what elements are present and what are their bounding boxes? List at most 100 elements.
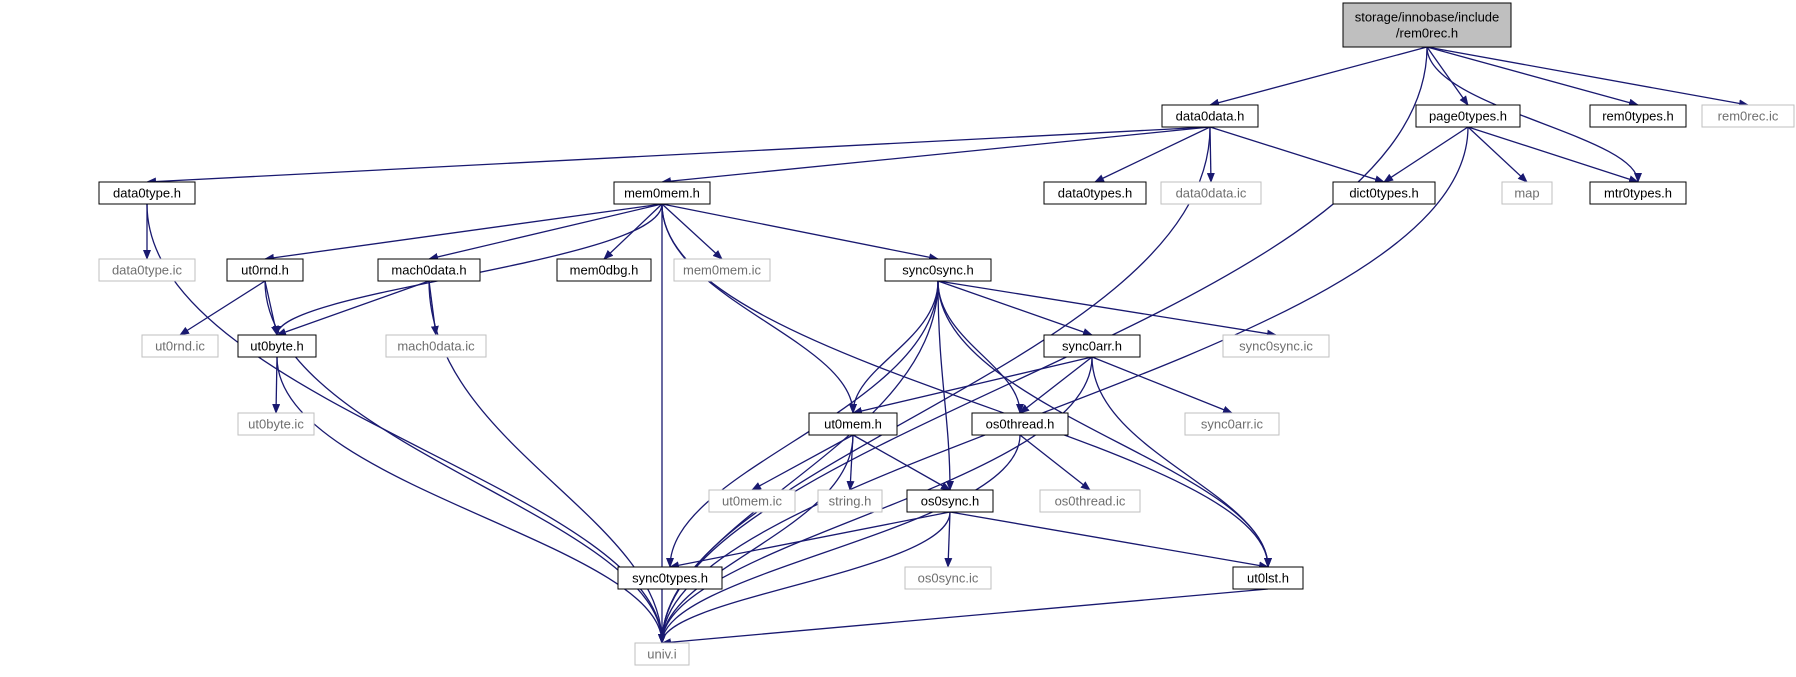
node-data0type-h[interactable]: data0type.h: [98, 181, 196, 205]
edge-mem0mem_h-to-sync0sync_h: [661, 203, 939, 262]
node-box: [971, 412, 1069, 436]
node-box: [1332, 181, 1436, 205]
node-label: mach0data.h: [391, 262, 466, 277]
node-label: page0types.h: [1429, 108, 1507, 123]
node-label: dict0types.h: [1349, 185, 1418, 200]
edge-page0types_h-to-map: [1467, 126, 1528, 183]
edge-ut0byte_h-to-univ_i: [276, 356, 666, 644]
node-mem0mem-h[interactable]: mem0mem.h: [613, 181, 711, 205]
edge-sync0arr_h-to-sync0arr_ic: [1091, 356, 1233, 414]
node-ut0rnd-h[interactable]: ut0rnd.h: [226, 258, 304, 282]
edge-ut0rnd_h-to-ut0rnd_ic: [179, 280, 266, 336]
node-ut0mem-ic: ut0mem.ic: [708, 489, 796, 513]
node-box: [906, 489, 994, 513]
node-mtr0types-h[interactable]: mtr0types.h: [1589, 181, 1687, 205]
node-label: os0sync.h: [921, 493, 980, 508]
node-box: [1222, 334, 1330, 358]
node-label: data0type.h: [113, 185, 181, 200]
node-label: map: [1514, 185, 1539, 200]
node-ut0lst-h[interactable]: ut0lst.h: [1232, 566, 1304, 590]
node-ut0byte-ic: ut0byte.ic: [237, 412, 315, 436]
node-box: [98, 181, 196, 205]
node-dict0types-h[interactable]: dict0types.h: [1332, 181, 1436, 205]
node-label: mem0mem.ic: [683, 262, 762, 277]
node-mem0dbg-h[interactable]: mem0dbg.h: [556, 258, 652, 282]
node-rem0types-h[interactable]: rem0types.h: [1589, 104, 1687, 128]
node-box: [673, 258, 771, 282]
node-sync0arr-h[interactable]: sync0arr.h: [1043, 334, 1141, 358]
node-box: [1184, 412, 1280, 436]
node-box: [141, 334, 219, 358]
edge-ut0mem_h-to-os0sync_h: [852, 434, 951, 491]
edge-os0sync_h-to-univ_i: [658, 511, 951, 644]
node-label: ut0mem.h: [824, 416, 882, 431]
edge-os0thread_h-to-univ_i: [658, 434, 1021, 644]
node-box: [237, 412, 315, 436]
node-label: data0data.h: [1176, 108, 1245, 123]
edge-rem0rec-to-mtr0types_h: [1426, 46, 1642, 183]
node-box: [1342, 2, 1512, 48]
node-box: [817, 489, 883, 513]
node-label: sync0sync.h: [902, 262, 974, 277]
node-os0sync-h[interactable]: os0sync.h: [906, 489, 994, 513]
node-box: [1043, 181, 1147, 205]
node-page0types-h[interactable]: page0types.h: [1415, 104, 1521, 128]
node-label: os0sync.ic: [918, 570, 979, 585]
node-box: [1701, 104, 1795, 128]
node-sync0sync-ic: sync0sync.ic: [1222, 334, 1330, 358]
node-data0types-h[interactable]: data0types.h: [1043, 181, 1147, 205]
node-label: /rem0rec.h: [1396, 25, 1458, 40]
edge-data0data_h-to-dict0types_h: [1209, 126, 1385, 184]
node-data0type-ic: data0type.ic: [98, 258, 196, 282]
node-box: [808, 412, 898, 436]
node-label: ut0rnd.h: [241, 262, 289, 277]
node-box: [1232, 566, 1304, 590]
edge-sync0sync_h-to-univ_i: [658, 280, 939, 644]
node-map: map: [1501, 181, 1553, 205]
edge-os0sync_h-to-os0sync_ic: [944, 511, 953, 568]
node-rem0rec-ic: rem0rec.ic: [1701, 104, 1795, 128]
edge-os0sync_h-to-sync0types_h: [669, 511, 951, 570]
edge-page0types_h-to-mtr0types_h: [1467, 126, 1639, 184]
node-box: [1501, 181, 1553, 205]
node-os0thread-h[interactable]: os0thread.h: [971, 412, 1069, 436]
node-box: [226, 258, 304, 282]
edge-ut0mem_h-to-ut0mem_ic: [751, 434, 854, 491]
node-box: [617, 566, 723, 590]
node-box: [1589, 104, 1687, 128]
node-label: storage/innobase/include: [1355, 9, 1500, 24]
node-label: os0thread.h: [986, 416, 1055, 431]
node-string-h: string.h: [817, 489, 883, 513]
node-ut0rnd-ic: ut0rnd.ic: [141, 334, 219, 358]
node-ut0byte-h[interactable]: ut0byte.h: [237, 334, 317, 358]
node-box: [1589, 181, 1687, 205]
edge-rem0rec-to-rem0types_h: [1426, 46, 1639, 107]
edge-os0thread_h-to-os0thread_ic: [1019, 434, 1091, 491]
node-sync0sync-h[interactable]: sync0sync.h: [884, 258, 992, 282]
node-label: data0data.ic: [1176, 185, 1247, 200]
node-box: [613, 181, 711, 205]
node-label: sync0arr.h: [1062, 338, 1122, 353]
node-label: rem0types.h: [1602, 108, 1674, 123]
node-box: [1161, 104, 1259, 128]
node-box: [904, 566, 992, 590]
edge-sync0sync_h-to-os0thread_h: [937, 280, 1024, 414]
node-sync0types-h[interactable]: sync0types.h: [617, 566, 723, 590]
edge-mem0mem_h-to-mem0dbg_h: [603, 203, 663, 260]
node-data0data-h[interactable]: data0data.h: [1161, 104, 1259, 128]
edge-sync0arr_h-to-os0thread_h: [1019, 356, 1093, 414]
node-ut0mem-h[interactable]: ut0mem.h: [808, 412, 898, 436]
node-label: ut0byte.ic: [248, 416, 304, 431]
node-label: data0type.ic: [112, 262, 183, 277]
node-rem0rec[interactable]: storage/innobase/include/rem0rec.h: [1342, 2, 1512, 48]
edge-sync0arr_h-to-ut0mem_h: [852, 356, 1093, 415]
node-label: sync0types.h: [632, 570, 708, 585]
node-mach0data-ic: mach0data.ic: [385, 334, 487, 358]
edge-ut0lst_h-to-univ_i: [661, 588, 1269, 647]
node-os0thread-ic: os0thread.ic: [1039, 489, 1141, 513]
node-label: ut0mem.ic: [722, 493, 782, 508]
node-mach0data-h[interactable]: mach0data.h: [377, 258, 481, 282]
node-box: [1415, 104, 1521, 128]
edge-data0data_h-to-mem0mem_h: [661, 126, 1211, 186]
node-label: mem0mem.h: [624, 185, 700, 200]
